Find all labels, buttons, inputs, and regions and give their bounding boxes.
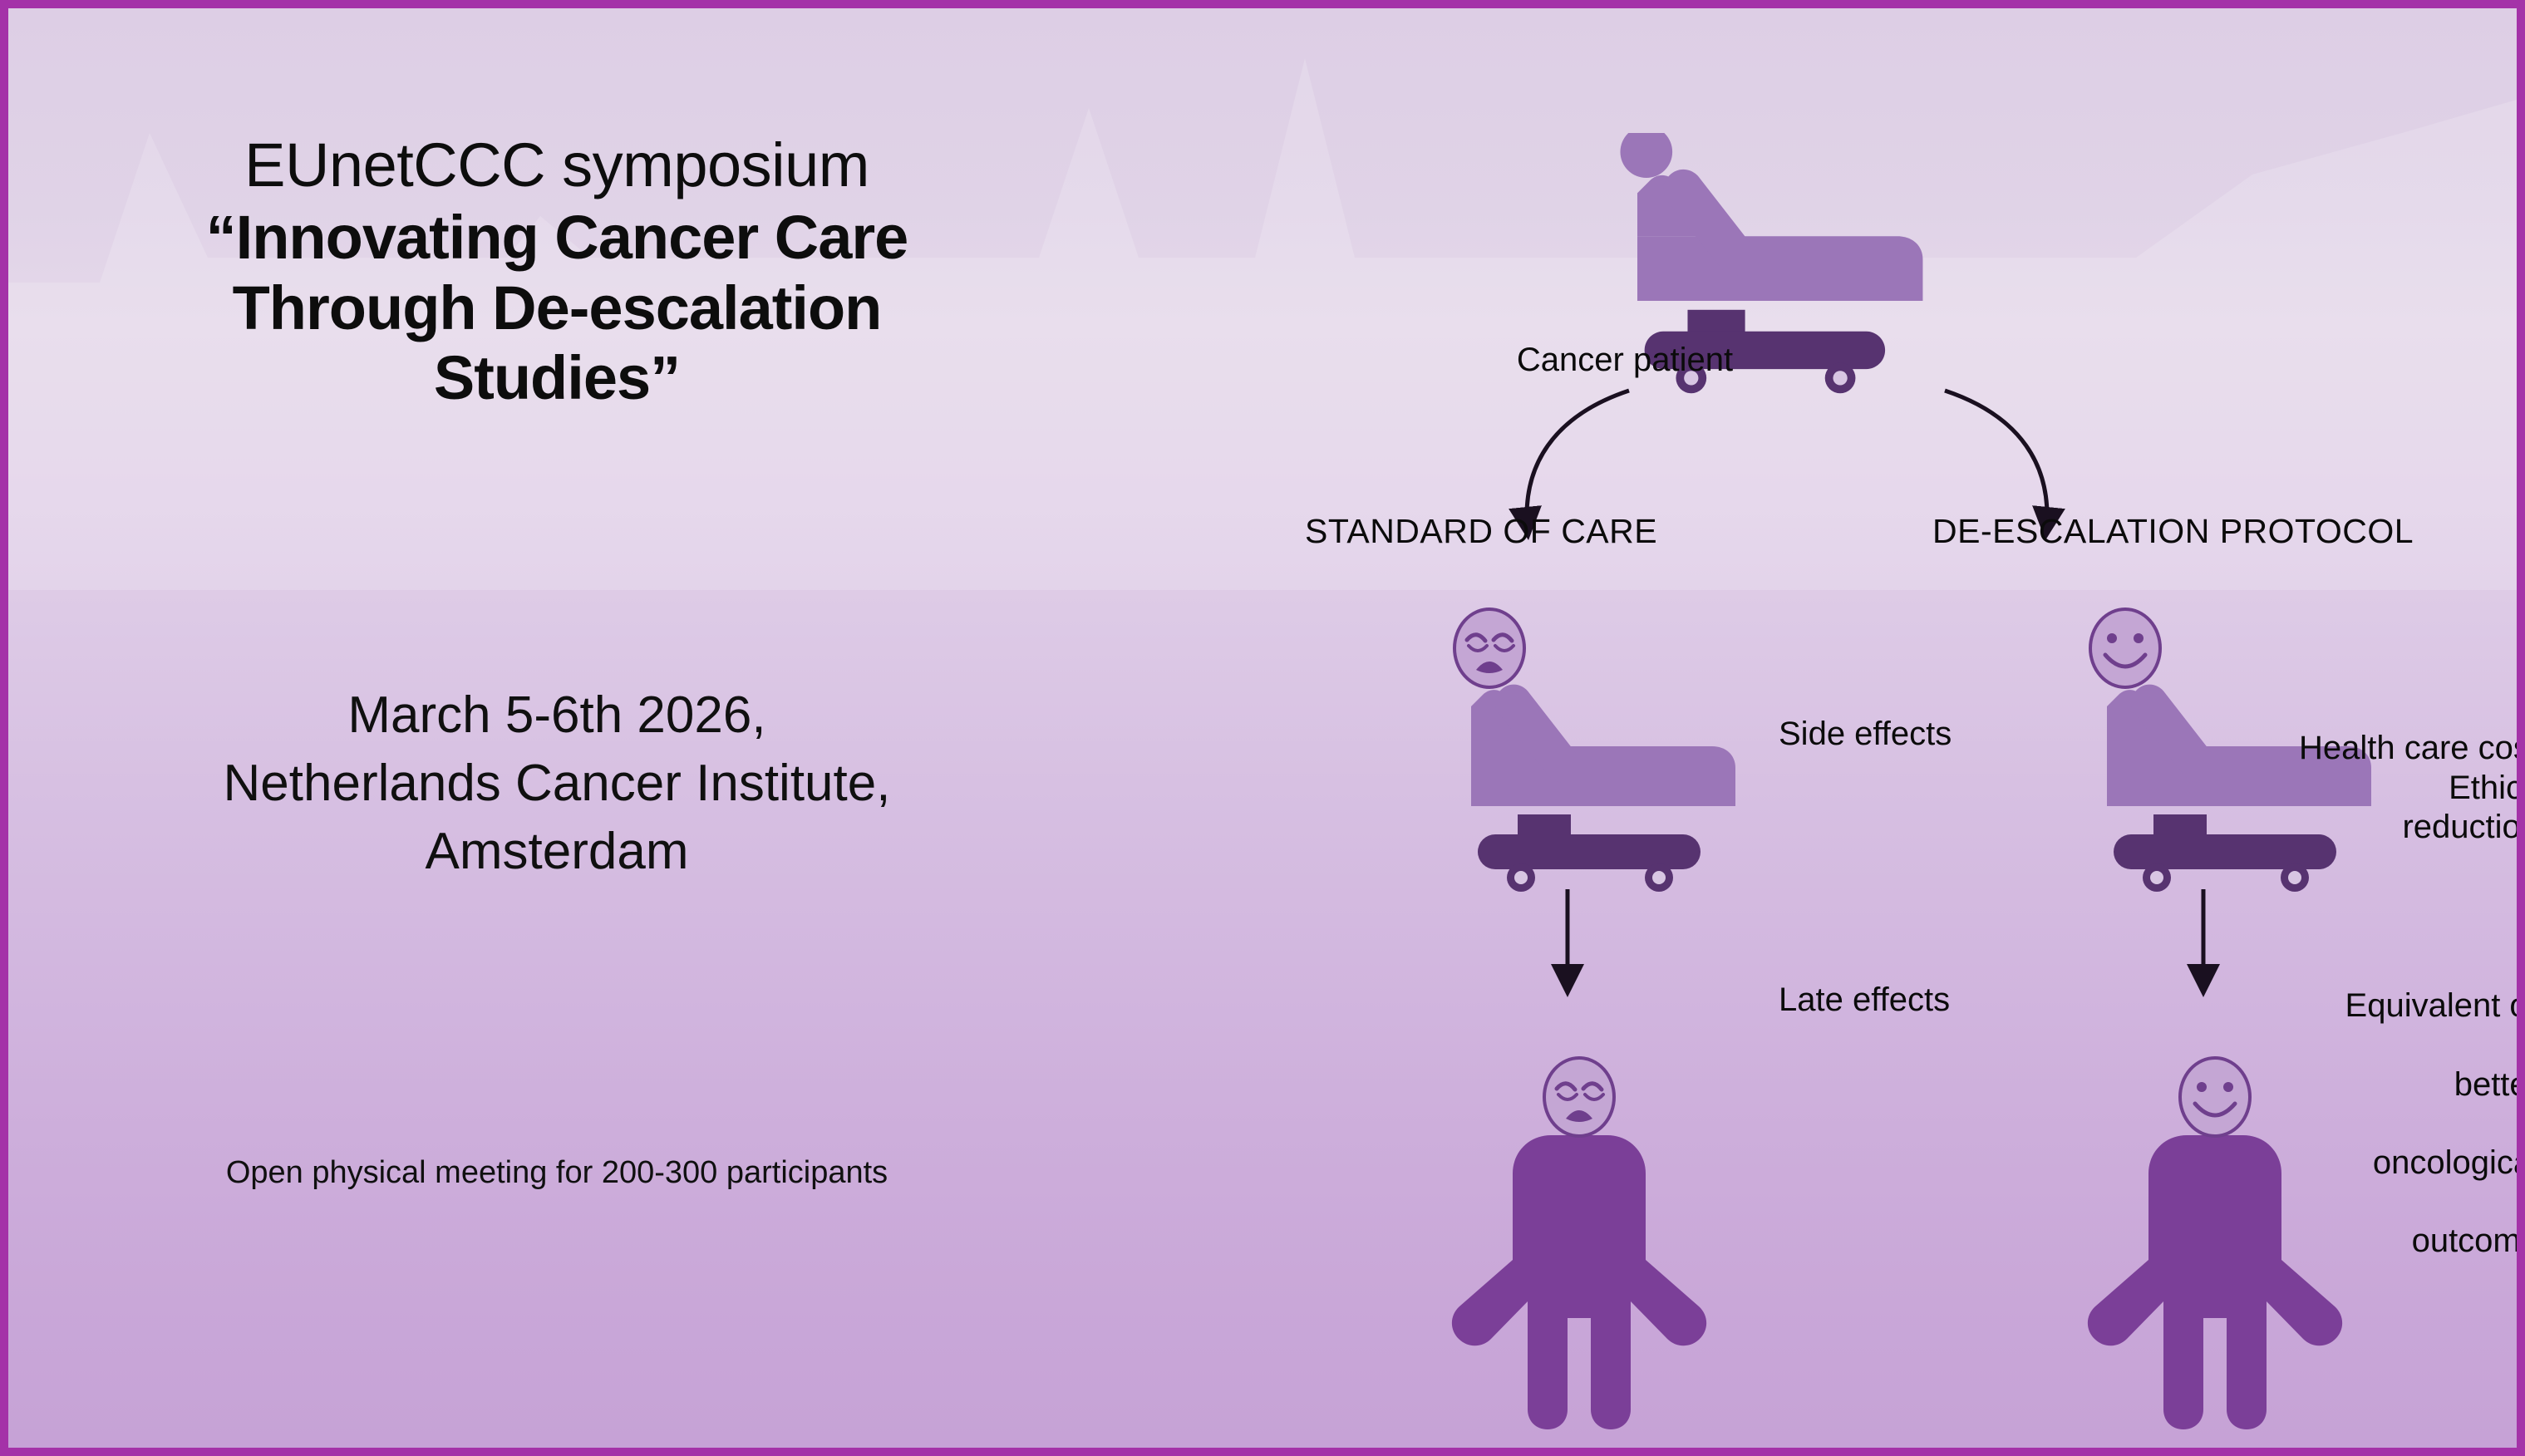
page-title-line-3: Studies” [433,343,681,413]
standard-of-care-bed-icon [1454,609,1735,892]
branch-arrow-right [1944,388,2065,540]
label-late-effects: Late effects [1779,981,1951,1018]
cancer-patient-bed-icon [1620,133,1923,394]
page-title-line-2: Through De-escalation [232,273,883,342]
slide-canvas: EUnetCCC symposium “Innovating Cancer Ca… [8,8,2517,1448]
date-line: March 5-6th 2026, [347,686,766,744]
date-location-block: March 5-6th 2026, Netherlands Cancer Ins… [58,681,1056,885]
page-title-line-1: “Innovating Cancer Care [205,203,909,273]
label-cost-reduction-line-1: Health care cost [2298,730,2517,767]
label-oncological-outcome-line-3: oncological [2372,1144,2517,1181]
participants-footnote: Open physical meeting for 200-300 partic… [225,1155,888,1190]
label-ethics: Ethics [2449,770,2517,806]
label-oncological-outcome: Equivalent or better oncological outcome [2257,947,2517,1301]
venue-line: Netherlands Cancer Institute, [223,754,891,812]
branch-arrow-left [1509,388,1630,540]
label-oncological-outcome-line-2: better [2454,1065,2517,1103]
de-escalation-flow-diagram: Cancer patient STANDARD OF CARE DE-ESCAL… [1197,133,2517,1429]
label-oncological-outcome-line-1: Equivalent or [2345,987,2517,1025]
city-line: Amsterdam [425,822,689,880]
standard-of-care-person-icon [1451,1058,1707,1429]
eyebrow-title: EUnetCCC symposium [244,130,869,199]
label-side-effects: Side effects [1779,716,1952,752]
page-title: “Innovating Cancer Care Through De-escal… [58,203,1056,413]
diagram-svg [1451,133,2371,1429]
root-caption: Cancer patient [1516,342,1734,378]
label-oncological-outcome-line-4: outcome [2411,1222,2517,1260]
title-block: EUnetCCC symposium “Innovating Cancer Ca… [58,58,1056,414]
label-cost-reduction-line-2: reduction [2402,808,2517,845]
label-cost-reduction: Health care cost reduction [2257,690,2517,886]
branch-heading-standard-of-care: STANDARD OF CARE [1305,512,1658,550]
branch-heading-de-escalation: DE-ESCALATION PROTOCOL [1932,512,2414,550]
